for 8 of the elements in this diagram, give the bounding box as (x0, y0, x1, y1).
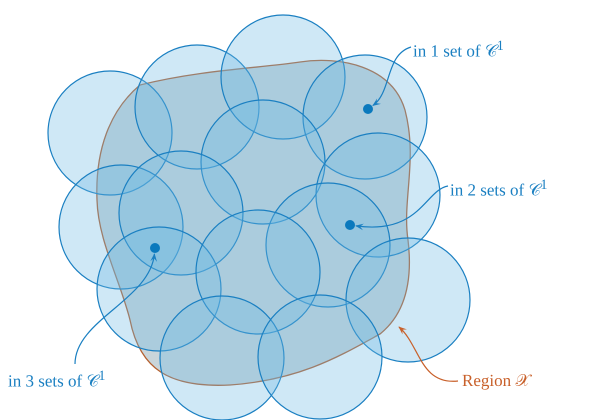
leader-line (74, 253, 156, 364)
leader-line (355, 185, 448, 230)
callout-text: Region 𝒳 (462, 371, 530, 391)
leader-line (398, 326, 458, 382)
callout-text: in 1 set of 𝒞$^{1}$ (413, 36, 504, 62)
callout-text: in 2 sets of 𝒞$^{1}$ (450, 175, 548, 201)
leader-line (372, 46, 412, 106)
callout-text: in 3 sets of 𝒞$^{1}$ (8, 366, 106, 392)
